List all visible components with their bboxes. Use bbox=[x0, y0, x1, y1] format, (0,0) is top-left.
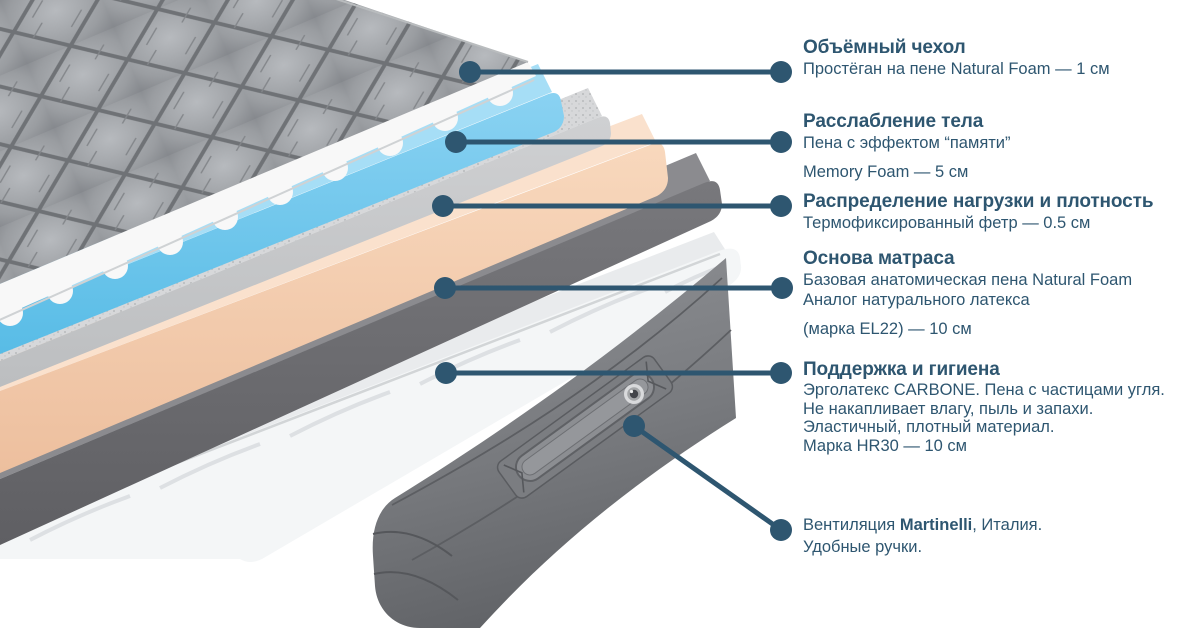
annotation-line: Эластичный, плотный материал. bbox=[803, 418, 1055, 436]
ventilation-text-prefix: Вентиляция bbox=[803, 516, 900, 534]
annotation-memory-foam: Расслабление тела Пена с эффектом “памят… bbox=[803, 110, 1199, 182]
annotation-felt: Распределение нагрузки и плотность Термо… bbox=[803, 190, 1199, 233]
brand-name: Martinelli bbox=[899, 516, 973, 534]
annotation-line: Базовая анатомическая пена Natural Foam bbox=[803, 271, 1133, 289]
ventilation-text-suffix: , Италия. bbox=[972, 516, 1043, 534]
annotation-carbone: Поддержка и гигиена Эрголатекс CARBONE. … bbox=[803, 358, 1199, 455]
quilted-cover bbox=[0, 0, 536, 326]
annotation-line: Эрголатекс CARBONE. Пена с частицами угл… bbox=[803, 381, 1165, 399]
annotation-line: Марка HR30 — 10 см bbox=[803, 436, 968, 455]
annotation-line: Не накапливает влагу, пыль и запахи. bbox=[803, 399, 1094, 418]
annotation-title: Распределение нагрузки и плотность bbox=[803, 191, 1154, 212]
leader-line-ventilation bbox=[623, 415, 792, 541]
annotation-line: Memory Foam — 5 см bbox=[803, 163, 969, 181]
annotation-line: Простёган на пене Natural Foam — 1 см bbox=[803, 60, 1110, 78]
leader-lines bbox=[432, 61, 793, 541]
annotation-line: (марка EL22) — 10 см bbox=[803, 320, 972, 338]
annotation-line: Удобные ручки. bbox=[803, 538, 923, 556]
annotation-title: Поддержка и гигиена bbox=[803, 359, 1000, 380]
annotation-line: Аналог натурального латекса bbox=[803, 291, 1030, 309]
annotation-line: Вентиляция Martinelli, Италия. bbox=[803, 514, 1199, 536]
ventilation-grommet-icon bbox=[624, 384, 644, 404]
annotation-base-foam: Основа матраса Базовая анатомическая пен… bbox=[803, 247, 1199, 339]
leader-line-felt bbox=[432, 195, 792, 217]
leader-line-cover bbox=[459, 61, 792, 83]
leader-line-memory-foam bbox=[445, 131, 792, 153]
leader-line-carbone bbox=[435, 362, 792, 384]
annotation-title: Основа матраса bbox=[803, 248, 955, 269]
leader-line-base-foam bbox=[434, 277, 793, 299]
side-band bbox=[372, 258, 736, 628]
annotation-line: Термофиксированный фетр — 0.5 см bbox=[803, 214, 1091, 232]
annotation-ventilation: Вентиляция Martinelli, Италия. Удобные р… bbox=[803, 514, 1199, 558]
annotation-cover: Объёмный чехол Простёган на пене Natural… bbox=[803, 36, 1199, 79]
annotation-line: Пена с эффектом “памяти” bbox=[803, 134, 1011, 152]
annotation-title: Объёмный чехол bbox=[803, 37, 966, 58]
annotation-title: Расслабление тела bbox=[803, 111, 984, 132]
